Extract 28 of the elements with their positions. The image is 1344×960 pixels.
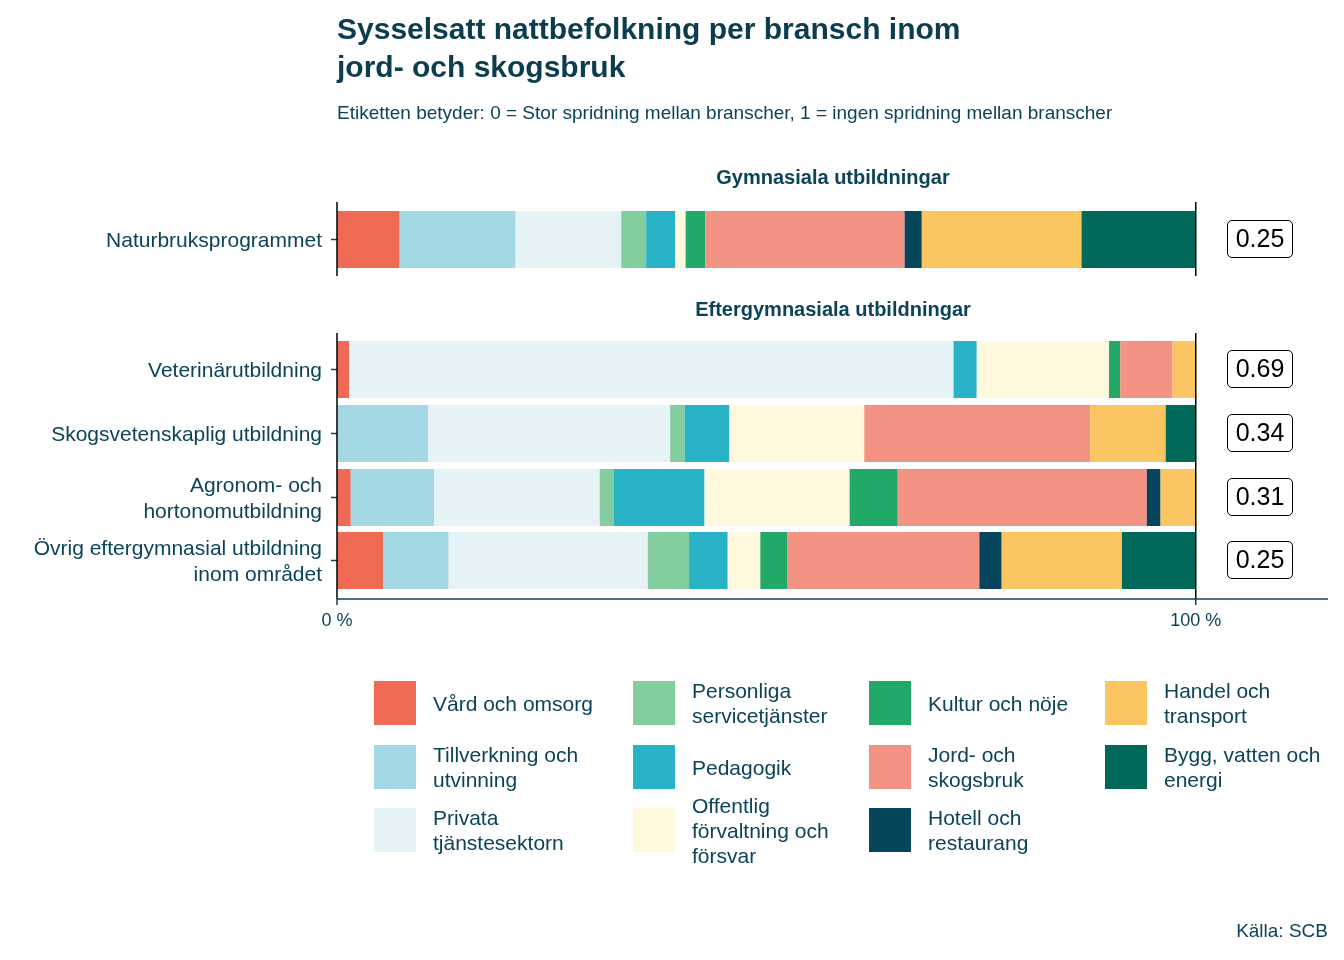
- tick-label: 100 %: [1170, 610, 1222, 631]
- legend-label: Privata tjänstesektorn: [433, 805, 565, 855]
- legend-label: Vård och omsorg: [433, 690, 593, 716]
- score-label: 0.25: [1227, 219, 1293, 258]
- legend-label: Bygg, vatten och energi: [1164, 742, 1322, 792]
- category-label: Övrig eftergymnasial utbildning inom området: [32, 534, 322, 587]
- tick-label: 0 %: [321, 610, 353, 631]
- score-label: 0.31: [1227, 477, 1293, 516]
- legend-label: Tillverkning och utvinning: [433, 742, 580, 792]
- legend-label: Offentlig förvaltning och försvar: [692, 792, 830, 868]
- panel-heading: Gymnasiala utbildningar: [716, 166, 950, 189]
- legend-label: Kultur och nöje: [928, 690, 1070, 716]
- panel-heading: Eftergymnasiala utbildningar: [695, 298, 971, 321]
- score-label: 0.69: [1227, 349, 1293, 388]
- source-note: Källa: SCB: [1236, 920, 1328, 942]
- category-label: Veterinärutbildning: [147, 356, 322, 383]
- chart-subtitle: Etiketten betyder: 0 = Stor spridning mellan branscher, 1 = ingen spridning mellan branscher: [337, 102, 1113, 124]
- category-label: Naturbruksprogrammet: [105, 226, 322, 253]
- legend-label: Jord- och skogsbruk: [928, 742, 1025, 792]
- category-label: Skogsvetenskaplig utbildning: [50, 420, 322, 447]
- score-label: 0.25: [1227, 540, 1293, 579]
- legend-label: Handel och transport: [1164, 678, 1272, 728]
- score-label: 0.34: [1227, 413, 1293, 452]
- legend-label: Hotell och restaurang: [928, 805, 1030, 855]
- legend-label: Pedagogik: [692, 754, 793, 780]
- chart-title: Sysselsatt nattbefolkning per bransch inom jord- och skogsbruk: [337, 11, 962, 85]
- legend-label: Personliga servicetjänster: [692, 678, 829, 728]
- category-label: Agronom- och hortonomutbildning: [142, 471, 322, 524]
